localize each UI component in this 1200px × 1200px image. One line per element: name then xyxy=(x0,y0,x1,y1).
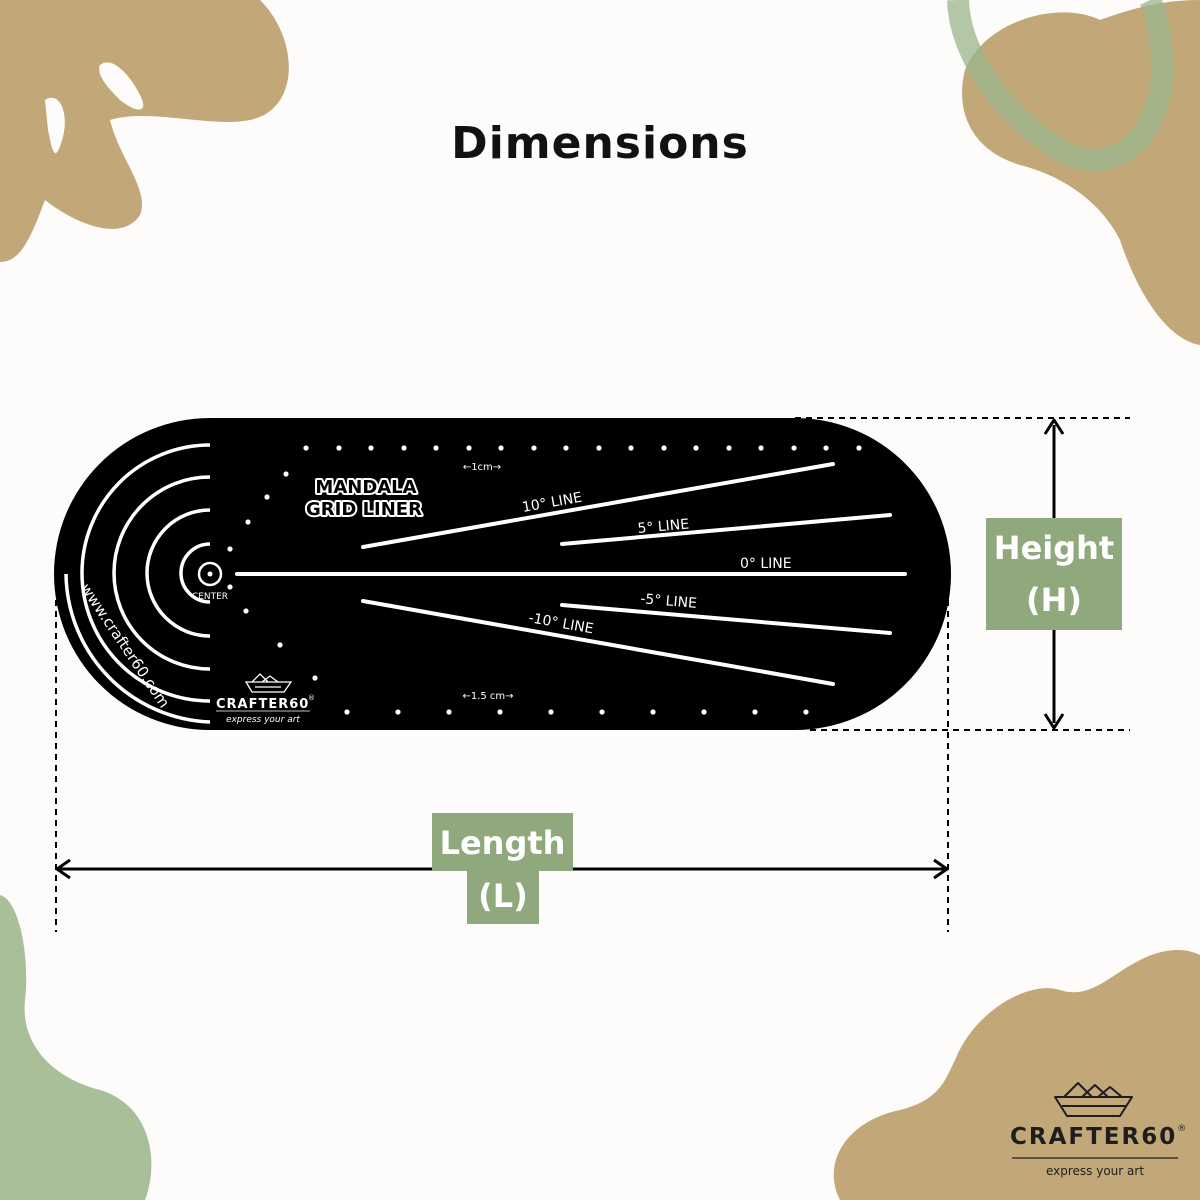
ruler-brand-registered: ® xyxy=(308,694,315,702)
ruler-hole-bottom xyxy=(344,709,350,715)
ruler-hole-arc xyxy=(277,642,283,648)
height-label-line2: (H) xyxy=(1025,581,1083,619)
decor-blob-top-left-cut1 xyxy=(45,97,65,154)
ruler-outer-edge-arc xyxy=(64,573,211,724)
length-label-bottom: (L) xyxy=(467,870,539,924)
ruler-hole-bottom xyxy=(650,709,656,715)
length-label-top: Length xyxy=(432,813,573,871)
ruler-hole-top xyxy=(303,445,309,451)
ruler-hole-bottom xyxy=(701,709,707,715)
ruler-hole-arc xyxy=(312,675,318,681)
label-0-degree-line: 0° LINE xyxy=(740,556,792,572)
ruler-brand-tagline: express your art xyxy=(226,715,300,725)
ruler-measurement-holes xyxy=(227,445,862,715)
ruler-hole-top xyxy=(498,445,504,451)
ruler-hole-bottom xyxy=(497,709,503,715)
ruler-hole-top xyxy=(563,445,569,451)
ruler-title: MANDALA GRID LINER xyxy=(304,475,424,522)
slot-5-degree xyxy=(560,513,892,546)
decor-blob-top-left xyxy=(0,0,289,262)
ruler-hole-bottom xyxy=(599,709,605,715)
ruler-hole-top xyxy=(336,445,342,451)
ruler-title-line2: GRID LINER xyxy=(306,499,422,520)
ruler-hole-bottom xyxy=(395,709,401,715)
ruler-center-dot xyxy=(207,571,213,577)
decor-swirl-top-right xyxy=(947,0,1174,171)
ruler-title-line1: MANDALA xyxy=(315,477,416,498)
footer-brand-name: CRAFTER60® xyxy=(1010,1124,1186,1150)
ruler-hole-bottom xyxy=(803,709,809,715)
ruler-hole-arc xyxy=(227,584,233,590)
ruler-concentric-arcs xyxy=(80,443,211,703)
ruler-hole-arc xyxy=(283,471,289,477)
height-label: Height (H) xyxy=(986,518,1122,630)
label-minus5-degree-line: -5° LINE xyxy=(640,591,698,612)
footer-brand-registered: ® xyxy=(1177,1124,1187,1134)
ruler-hole-arc xyxy=(243,608,249,614)
ruler-hole-bottom xyxy=(446,709,452,715)
paper-boat-icon xyxy=(1054,1082,1133,1117)
ruler-scale-bottom: ←1.5 cm→ xyxy=(462,691,513,702)
ruler-hole-top xyxy=(823,445,829,451)
length-label-line1: Length xyxy=(439,824,566,862)
slot-minus5-degree xyxy=(560,603,892,635)
ruler-center-ring xyxy=(197,561,223,587)
length-label-line2: (L) xyxy=(478,877,528,915)
ruler-hole-top xyxy=(693,445,699,451)
ruler-hole-top xyxy=(628,445,634,451)
ruler-angle-slots xyxy=(235,462,907,686)
footer-brand-name-text: CRAFTER60 xyxy=(1010,1124,1178,1150)
footer-brand-tagline: express your art xyxy=(1045,1164,1145,1178)
ruler-hole-top xyxy=(856,445,862,451)
decor-blob-top-right xyxy=(962,0,1200,345)
ruler-scale-top: ←1cm→ xyxy=(463,462,501,473)
ruler-hole-top xyxy=(466,445,472,451)
ruler-hole-top xyxy=(596,445,602,451)
slot-minus10-degree xyxy=(361,599,835,686)
ruler-brand-name: CRAFTER60 xyxy=(216,697,309,712)
ruler-hole-arc xyxy=(227,546,233,552)
ruler-hole-top xyxy=(401,445,407,451)
ruler-hole-top xyxy=(531,445,537,451)
ruler-brand-boat-icon xyxy=(244,673,293,693)
height-label-line1: Height xyxy=(993,529,1115,567)
decor-blob-bottom-right xyxy=(833,950,1200,1200)
ruler-center-label: CENTER xyxy=(192,592,228,602)
ruler-hole-top xyxy=(758,445,764,451)
ruler-hole-top xyxy=(368,445,374,451)
ruler-hole-bottom xyxy=(752,709,758,715)
page-title: Dimensions xyxy=(451,118,749,169)
label-5-degree-line: 5° LINE xyxy=(637,517,690,537)
ruler-hole-top xyxy=(791,445,797,451)
ruler-hole-arc xyxy=(245,519,251,525)
ruler-hole-top xyxy=(661,445,667,451)
decor-blob-top-left-cut2 xyxy=(99,62,144,110)
ruler-hole-top xyxy=(726,445,732,451)
decor-blob-bottom-left xyxy=(0,895,152,1200)
ruler-hole-top xyxy=(433,445,439,451)
slot-10-degree xyxy=(361,462,835,549)
ruler-hole-bottom xyxy=(548,709,554,715)
ruler-hole-arc xyxy=(264,494,270,500)
